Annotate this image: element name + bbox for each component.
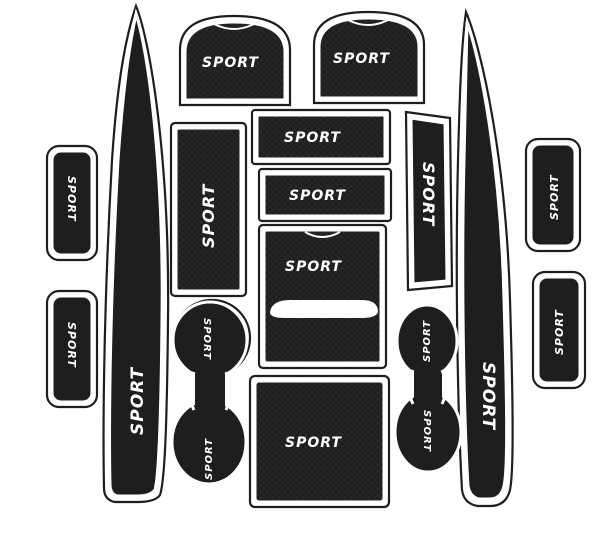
right-small-lower-pad: SPORT: [531, 270, 587, 390]
logo-text: SPORT: [285, 259, 342, 275]
logo-text: SPORT: [478, 362, 498, 430]
cup-holder-right-pad: SPORT SPORT: [393, 303, 463, 474]
logo-text: SPORT: [65, 176, 78, 222]
logo-text: SPORT: [285, 435, 342, 451]
logo-text: SPORT: [553, 309, 566, 355]
logo-text: SPORT: [199, 184, 218, 248]
logo-text: SPORT: [419, 162, 438, 226]
vertical-center-left-pad: SPORT: [169, 121, 248, 298]
left-small-upper-pad: SPORT: [45, 144, 99, 262]
bottom-square-pad: SPORT: [248, 374, 391, 509]
logo-text: SPORT: [204, 438, 215, 480]
long-left-pad: SPORT: [102, 2, 170, 504]
logo-text: SPORT: [333, 51, 390, 67]
slot-cutout: [270, 300, 378, 318]
center-strip-1-pad: SPORT: [250, 108, 392, 166]
logo-text: SPORT: [128, 367, 148, 435]
logo-text: SPORT: [289, 188, 346, 204]
cup-holder-left-pad: SPORT SPORT: [170, 298, 252, 486]
right-small-upper-pad: SPORT: [524, 137, 582, 253]
logo-text: SPORT: [422, 320, 433, 362]
logo-text: SPORT: [201, 318, 212, 360]
center-strip-2-pad: SPORT: [257, 167, 393, 223]
center-large-pad: SPORT: [257, 223, 388, 370]
logo-text: SPORT: [548, 174, 561, 220]
logo-text: SPORT: [421, 410, 432, 452]
top-arch-left-pad: SPORT: [178, 14, 292, 107]
left-small-lower-pad: SPORT: [45, 289, 99, 409]
logo-text: SPORT: [202, 55, 259, 71]
top-arch-right-pad: SPORT: [312, 10, 426, 105]
logo-text: SPORT: [284, 130, 341, 146]
long-right-pad: SPORT: [455, 7, 514, 508]
vertical-center-right-pad: SPORT: [404, 110, 454, 292]
logo-text: SPORT: [65, 322, 78, 368]
